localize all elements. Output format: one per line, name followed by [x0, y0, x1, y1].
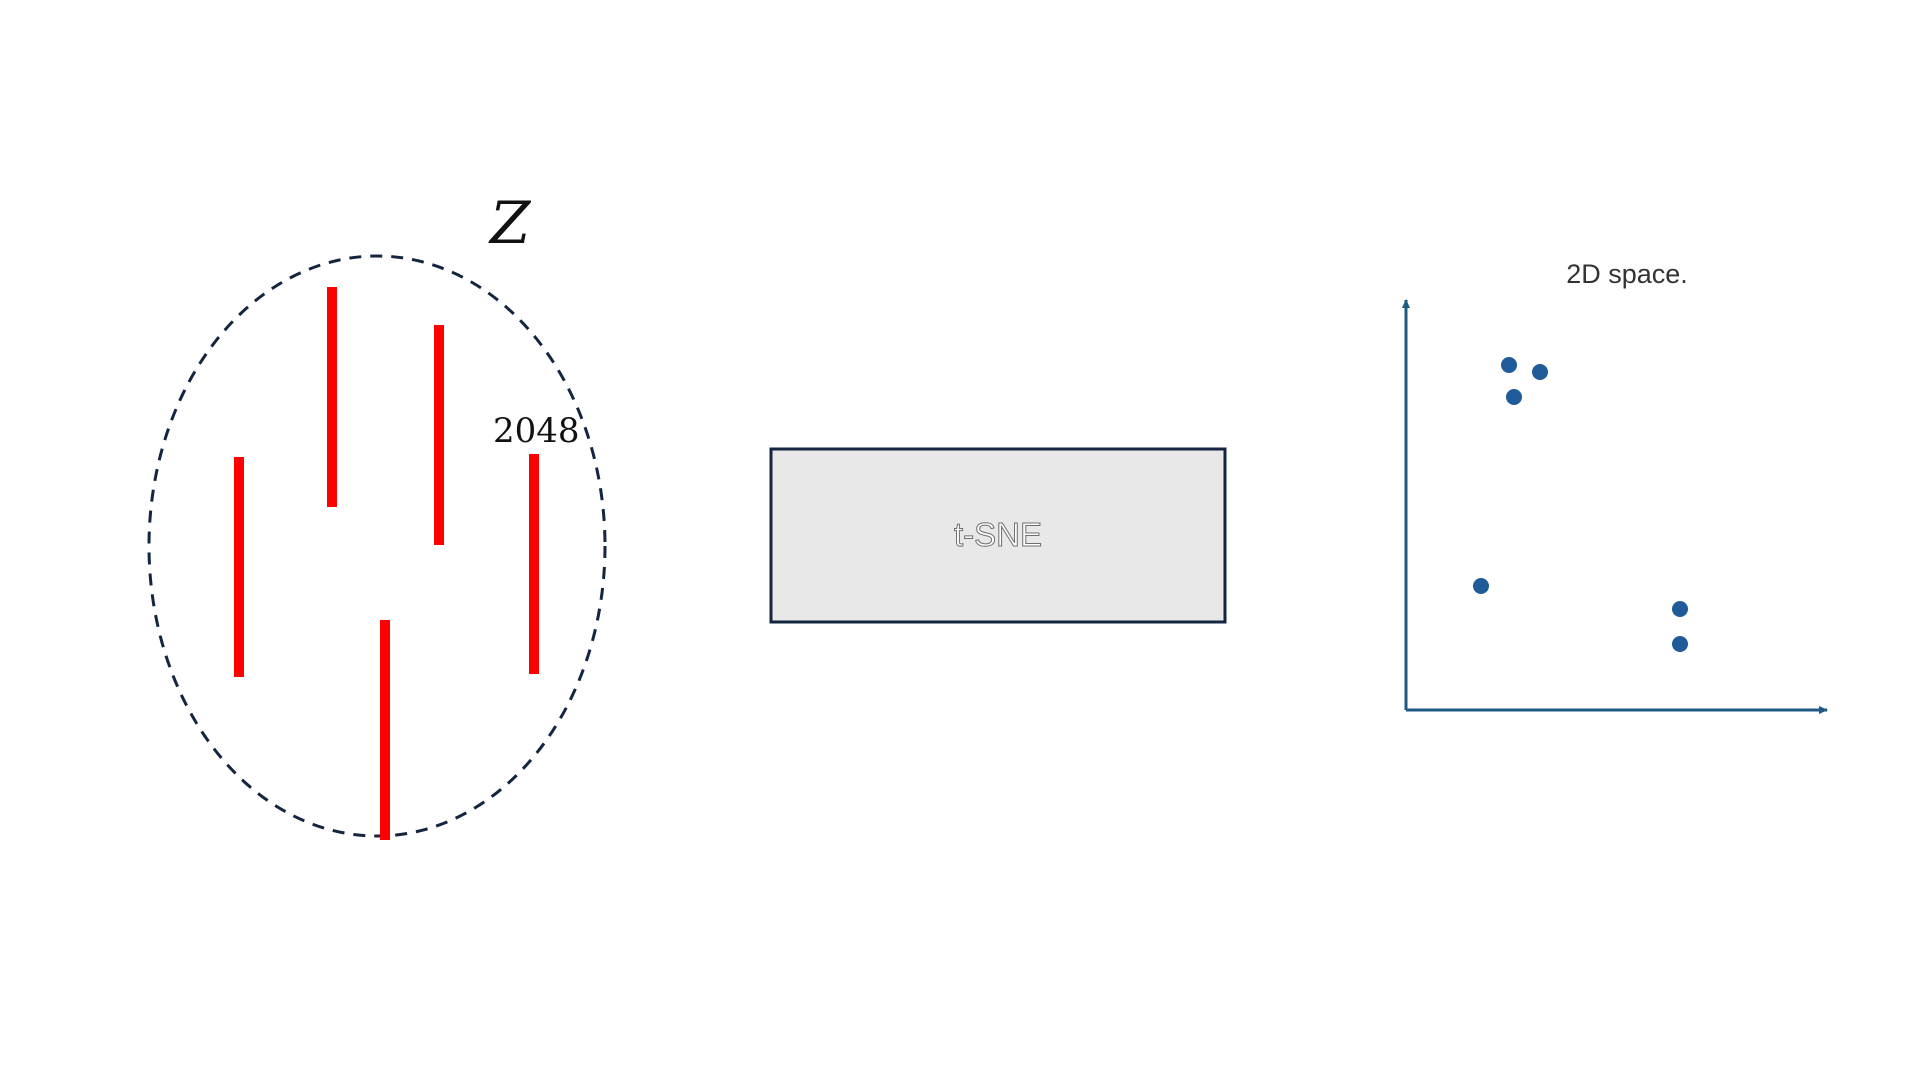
- embedding-point: [1501, 357, 1517, 373]
- latent-space-boundary: [147, 254, 607, 838]
- embedding-plot: 2D space.: [1402, 259, 1828, 714]
- embedding-point: [1672, 601, 1688, 617]
- latent-vector-bar: [529, 454, 539, 674]
- latent-vector-bar: [434, 325, 444, 545]
- embedding-point: [1532, 364, 1548, 380]
- embedding-point: [1473, 578, 1489, 594]
- latent-vector-bar: [327, 287, 337, 507]
- tsne-box: [769, 447, 1227, 624]
- embedding-plot-title: 2D space.: [1566, 259, 1688, 289]
- embedding-point: [1506, 389, 1522, 405]
- latent-vector-bar: [380, 620, 390, 840]
- tsne-label: t-SNE: [954, 516, 1042, 553]
- latent-dimension-label: 2048: [493, 411, 580, 451]
- tsne-block: t-SNE: [769, 447, 1227, 624]
- latent-space-group: Z 2048: [147, 189, 607, 840]
- embedding-point: [1672, 636, 1688, 652]
- latent-vector-bar: [234, 457, 244, 677]
- latent-space-symbol: Z: [488, 189, 532, 257]
